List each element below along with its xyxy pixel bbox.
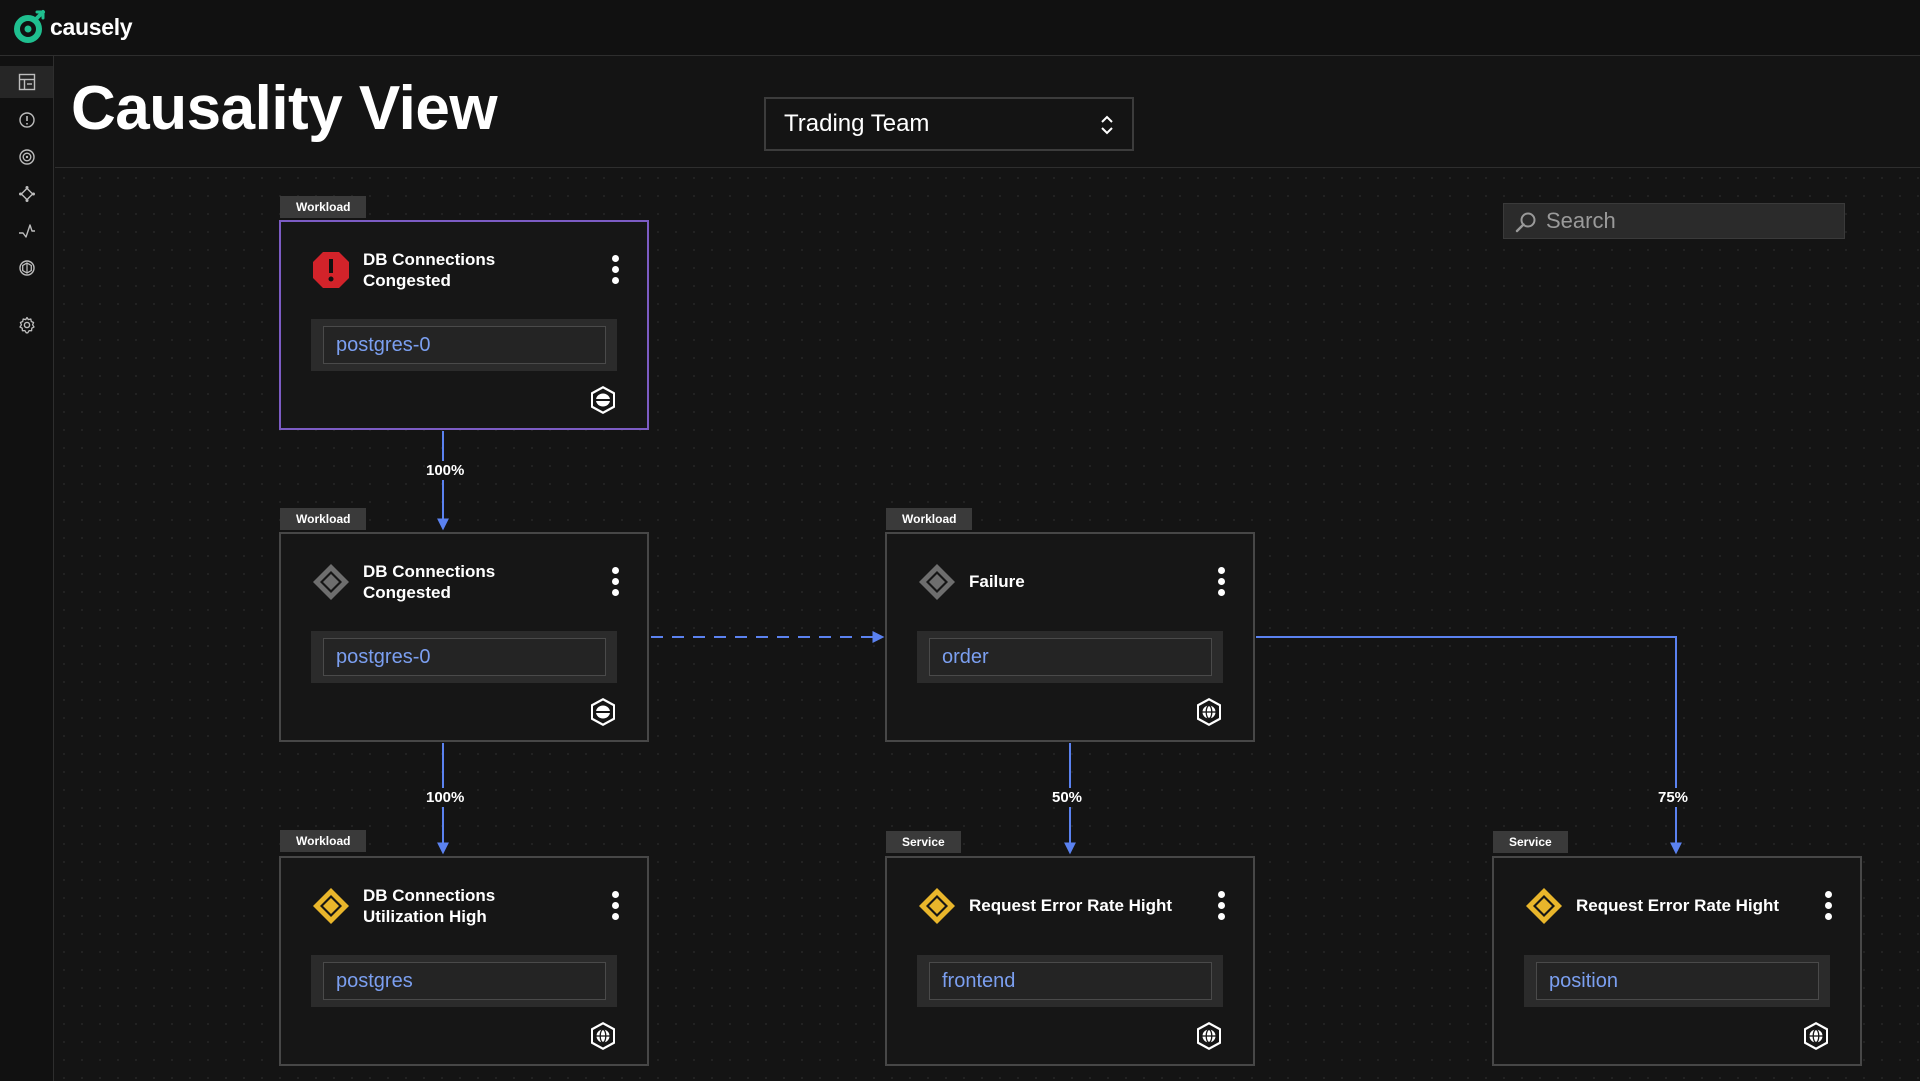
- target-icon: [18, 149, 35, 165]
- sidebar-item-pulse[interactable]: [0, 215, 53, 247]
- sidebar-item-settings[interactable]: [0, 309, 53, 341]
- root-cause-icon: [313, 252, 349, 288]
- globe-icon: [1804, 1022, 1828, 1050]
- entity-link[interactable]: position: [1536, 962, 1819, 1000]
- entity-box: position: [1524, 955, 1830, 1007]
- sidebar-item-network[interactable]: [0, 252, 53, 284]
- sidebar-item-topology[interactable]: [0, 66, 53, 98]
- card-type-tag: Service: [886, 831, 961, 853]
- inferred-diamond-icon: [313, 564, 349, 600]
- sidebar-item-alerts[interactable]: [0, 104, 53, 136]
- database-icon: [591, 386, 615, 414]
- entity-box: postgres-0: [311, 631, 617, 683]
- card-title: Request Error Rate Hight: [1576, 896, 1780, 915]
- more-options-icon[interactable]: [612, 567, 620, 597]
- sidebar-item-target[interactable]: [0, 141, 53, 173]
- card-type-tag: Workload: [886, 508, 973, 530]
- globe-icon: [1197, 698, 1221, 726]
- entity-box: postgres: [311, 955, 617, 1007]
- card-type-tag: Service: [1493, 831, 1568, 853]
- more-options-icon[interactable]: [1825, 891, 1833, 921]
- entity-box: order: [917, 631, 1223, 683]
- card-title: Request Error Rate Hight: [969, 896, 1173, 915]
- page-header: Causality View Trading Team: [55, 56, 1920, 168]
- globe-icon: [591, 1022, 615, 1050]
- entity-link[interactable]: postgres: [323, 962, 606, 1000]
- edge-label-card2-card4: 100%: [426, 788, 465, 807]
- logo-text: causely: [50, 13, 133, 40]
- team-select[interactable]: Trading Team: [764, 97, 1134, 151]
- card-title: Failure: [969, 572, 1025, 591]
- sidebar-item-services[interactable]: [0, 178, 53, 210]
- topology-icon: [18, 73, 35, 91]
- entity-link[interactable]: frontend: [929, 962, 1212, 1000]
- logo-mark-icon: [14, 10, 45, 43]
- chevron-up-down-icon: [1101, 115, 1113, 135]
- search-input[interactable]: Search: [1503, 203, 1845, 239]
- sidebar: [0, 56, 54, 1081]
- team-select-value: Trading Team: [784, 110, 930, 137]
- edge-label-card3-card6: 75%: [1658, 788, 1689, 807]
- more-options-icon[interactable]: [1218, 567, 1226, 597]
- entity-link[interactable]: postgres-0: [323, 638, 606, 676]
- inferred-diamond-icon: [919, 564, 955, 600]
- gear-icon: [18, 316, 35, 334]
- card-type-tag: Workload: [280, 508, 367, 530]
- services-icon: [18, 186, 35, 202]
- pulse-icon: [18, 224, 35, 238]
- search-placeholder: Search: [1546, 208, 1616, 233]
- database-icon: [591, 698, 615, 726]
- more-options-icon[interactable]: [1218, 891, 1226, 921]
- more-options-icon[interactable]: [612, 255, 620, 285]
- causality-card-request-error-frontend[interactable]: Request Error Rate Hight frontend: [885, 856, 1255, 1066]
- network-icon: [18, 260, 35, 276]
- symptom-diamond-icon: [919, 888, 955, 924]
- entity-link[interactable]: postgres-0: [323, 326, 606, 364]
- symptom-diamond-icon: [1526, 888, 1562, 924]
- entity-box: frontend: [917, 955, 1223, 1007]
- alert-icon: [18, 112, 35, 128]
- card-type-tag: Workload: [280, 830, 367, 852]
- more-options-icon[interactable]: [612, 891, 620, 921]
- entity-link[interactable]: order: [929, 638, 1212, 676]
- edge-label-card1-card2: 100%: [426, 461, 465, 480]
- entity-box: postgres-0: [311, 319, 617, 371]
- globe-icon: [1197, 1022, 1221, 1050]
- edge-label-card3-card5: 50%: [1052, 788, 1083, 807]
- card-type-tag: Workload: [280, 196, 367, 218]
- page-title: Causality View: [71, 74, 498, 143]
- causality-card-request-error-position[interactable]: Request Error Rate Hight position: [1492, 856, 1862, 1066]
- top-bar: causely: [0, 0, 1920, 56]
- search-icon: [1515, 212, 1536, 233]
- causality-card-failure[interactable]: Failure order: [885, 532, 1255, 742]
- symptom-diamond-icon: [313, 888, 349, 924]
- causely-logo[interactable]: causely: [12, 9, 133, 45]
